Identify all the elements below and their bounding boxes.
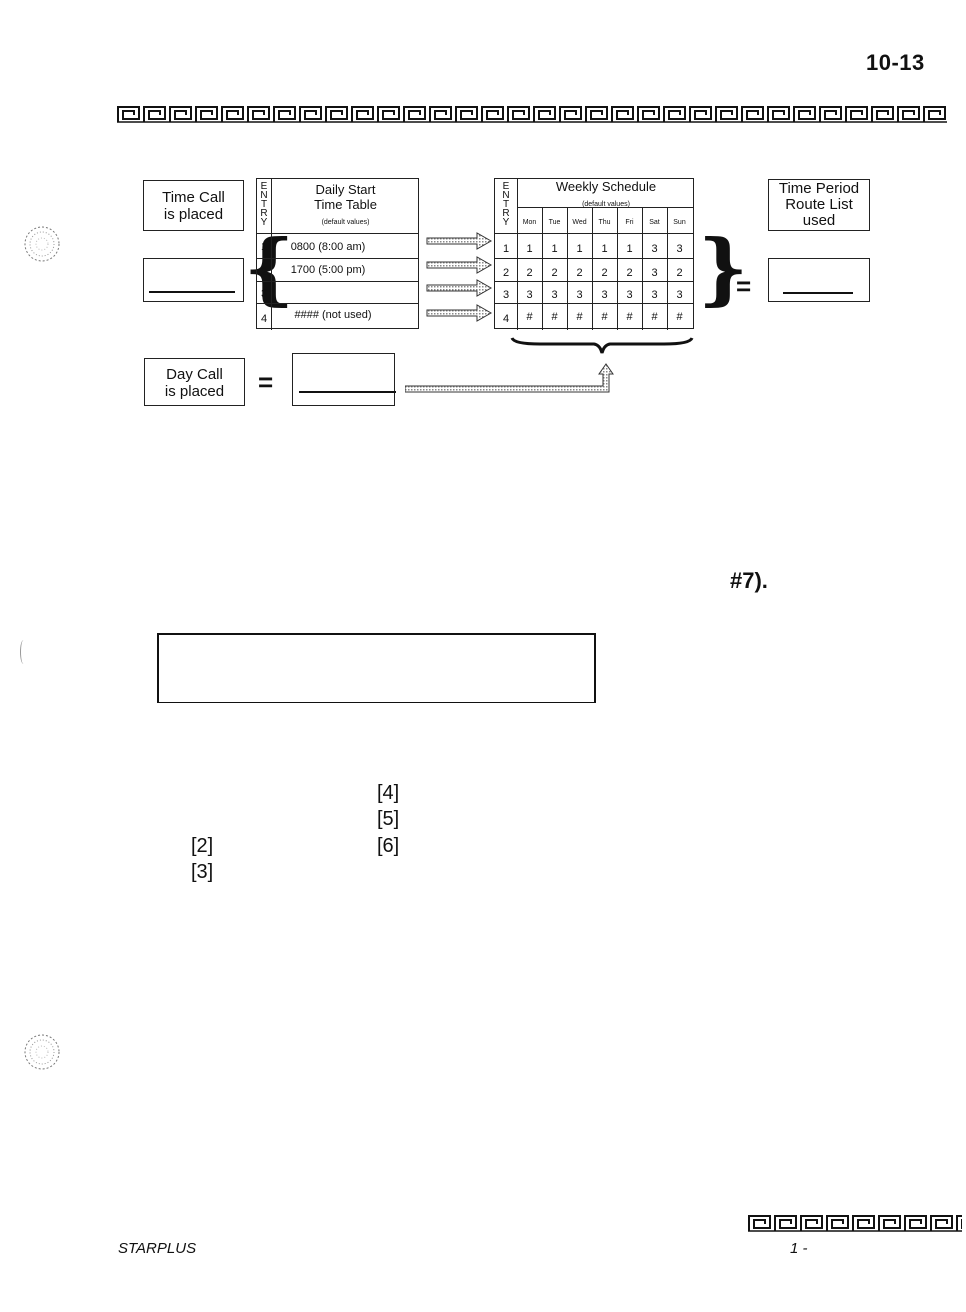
page-number: 10-13 xyxy=(866,50,925,75)
weekly-cell: 2 xyxy=(676,267,683,279)
weekly-row-entry: 3 xyxy=(502,289,510,301)
weekly-row-entry: 1 xyxy=(502,243,510,255)
daily-row-value: 1700 (5:00 pm) xyxy=(290,264,366,276)
right-brace: } xyxy=(698,223,749,314)
weekly-cell: 3 xyxy=(526,289,533,301)
weekly-cell: 2 xyxy=(601,267,608,279)
key-ref: [5] xyxy=(377,808,400,830)
weekly-cell: 3 xyxy=(676,243,683,255)
weekly-cell: # xyxy=(551,311,558,323)
equals-sign: = xyxy=(736,271,752,301)
weekly-cell: 1 xyxy=(626,243,633,255)
daily-row-value: 0800 (8:00 am) xyxy=(290,241,366,253)
day-call-box: Day Call is placed xyxy=(144,358,245,406)
route-list-value-line xyxy=(783,292,853,294)
day-to-schedule-arrow xyxy=(405,363,614,393)
weekly-cell: 2 xyxy=(576,267,583,279)
reference-text: #7). xyxy=(730,568,768,593)
greek-key-border xyxy=(117,106,947,123)
time-call-box: Time Call is placed xyxy=(143,180,244,231)
weekly-cell: # xyxy=(651,311,658,323)
daily-row-entry: 1 xyxy=(260,241,268,253)
weekly-row-entry: 2 xyxy=(502,267,510,279)
weekly-cell: 1 xyxy=(551,243,558,255)
weekly-cell: # xyxy=(626,311,633,323)
margin-mark xyxy=(20,640,27,664)
weekly-cell: 3 xyxy=(626,289,633,301)
key-ref: [4] xyxy=(377,782,400,804)
bottom-brace xyxy=(510,337,694,354)
time-value-box xyxy=(143,258,244,302)
key-ref: [6] xyxy=(377,835,400,857)
weekly-cell: 3 xyxy=(651,289,658,301)
weekly-cell: 1 xyxy=(526,243,533,255)
weekly-cell: 3 xyxy=(576,289,583,301)
day-value-line xyxy=(299,391,396,393)
punch-hole-mark xyxy=(24,226,60,262)
daily-table-title: Daily Start Time Table (default values) xyxy=(314,182,377,226)
weekly-cell: 2 xyxy=(626,267,633,279)
weekly-cell: 3 xyxy=(601,289,608,301)
weekly-cell: 1 xyxy=(601,243,608,255)
day-value-box xyxy=(292,353,396,406)
weekly-row-entry: 4 xyxy=(502,313,510,325)
daily-row-entry: 2 xyxy=(260,266,268,278)
footer-product: STARPLUS xyxy=(118,1240,197,1257)
left-brace: { xyxy=(244,223,295,314)
weekly-table-subtitle: (default values) xyxy=(582,201,630,208)
weekly-cell: 3 xyxy=(551,289,558,301)
weekly-cell: # xyxy=(601,311,608,323)
weekly-cell: 3 xyxy=(651,243,658,255)
weekly-cell: # xyxy=(676,311,683,323)
equals-sign: = xyxy=(258,367,274,397)
daily-row-entry: 4 xyxy=(260,313,268,325)
footer-page-fragment: 1 - xyxy=(790,1240,808,1257)
key-ref: [2] xyxy=(191,835,214,857)
route-list-value-box xyxy=(768,258,870,302)
daily-row-value: #### (not used) xyxy=(294,309,372,321)
weekly-cell: 1 xyxy=(576,243,583,255)
weekly-cell: # xyxy=(526,311,533,323)
mapping-arrows xyxy=(426,232,493,322)
weekly-day-header: Mon Tue Wed Thu Fri Sat Sun xyxy=(522,219,686,226)
time-value-line xyxy=(149,291,235,293)
greek-key-border xyxy=(748,1215,962,1232)
punch-hole-mark xyxy=(24,1034,60,1070)
weekly-cell: 3 xyxy=(676,289,683,301)
weekly-cell: 2 xyxy=(526,267,533,279)
weekly-cell: # xyxy=(576,311,583,323)
key-ref: [3] xyxy=(191,861,214,883)
weekly-cell: 2 xyxy=(551,267,558,279)
weekly-table-title: Weekly Schedule xyxy=(555,179,657,194)
daily-row-entry: 3 xyxy=(260,288,268,300)
route-list-box: Time Period Route List used xyxy=(768,179,870,231)
weekly-cell: 3 xyxy=(651,267,658,279)
note-box xyxy=(157,633,596,703)
